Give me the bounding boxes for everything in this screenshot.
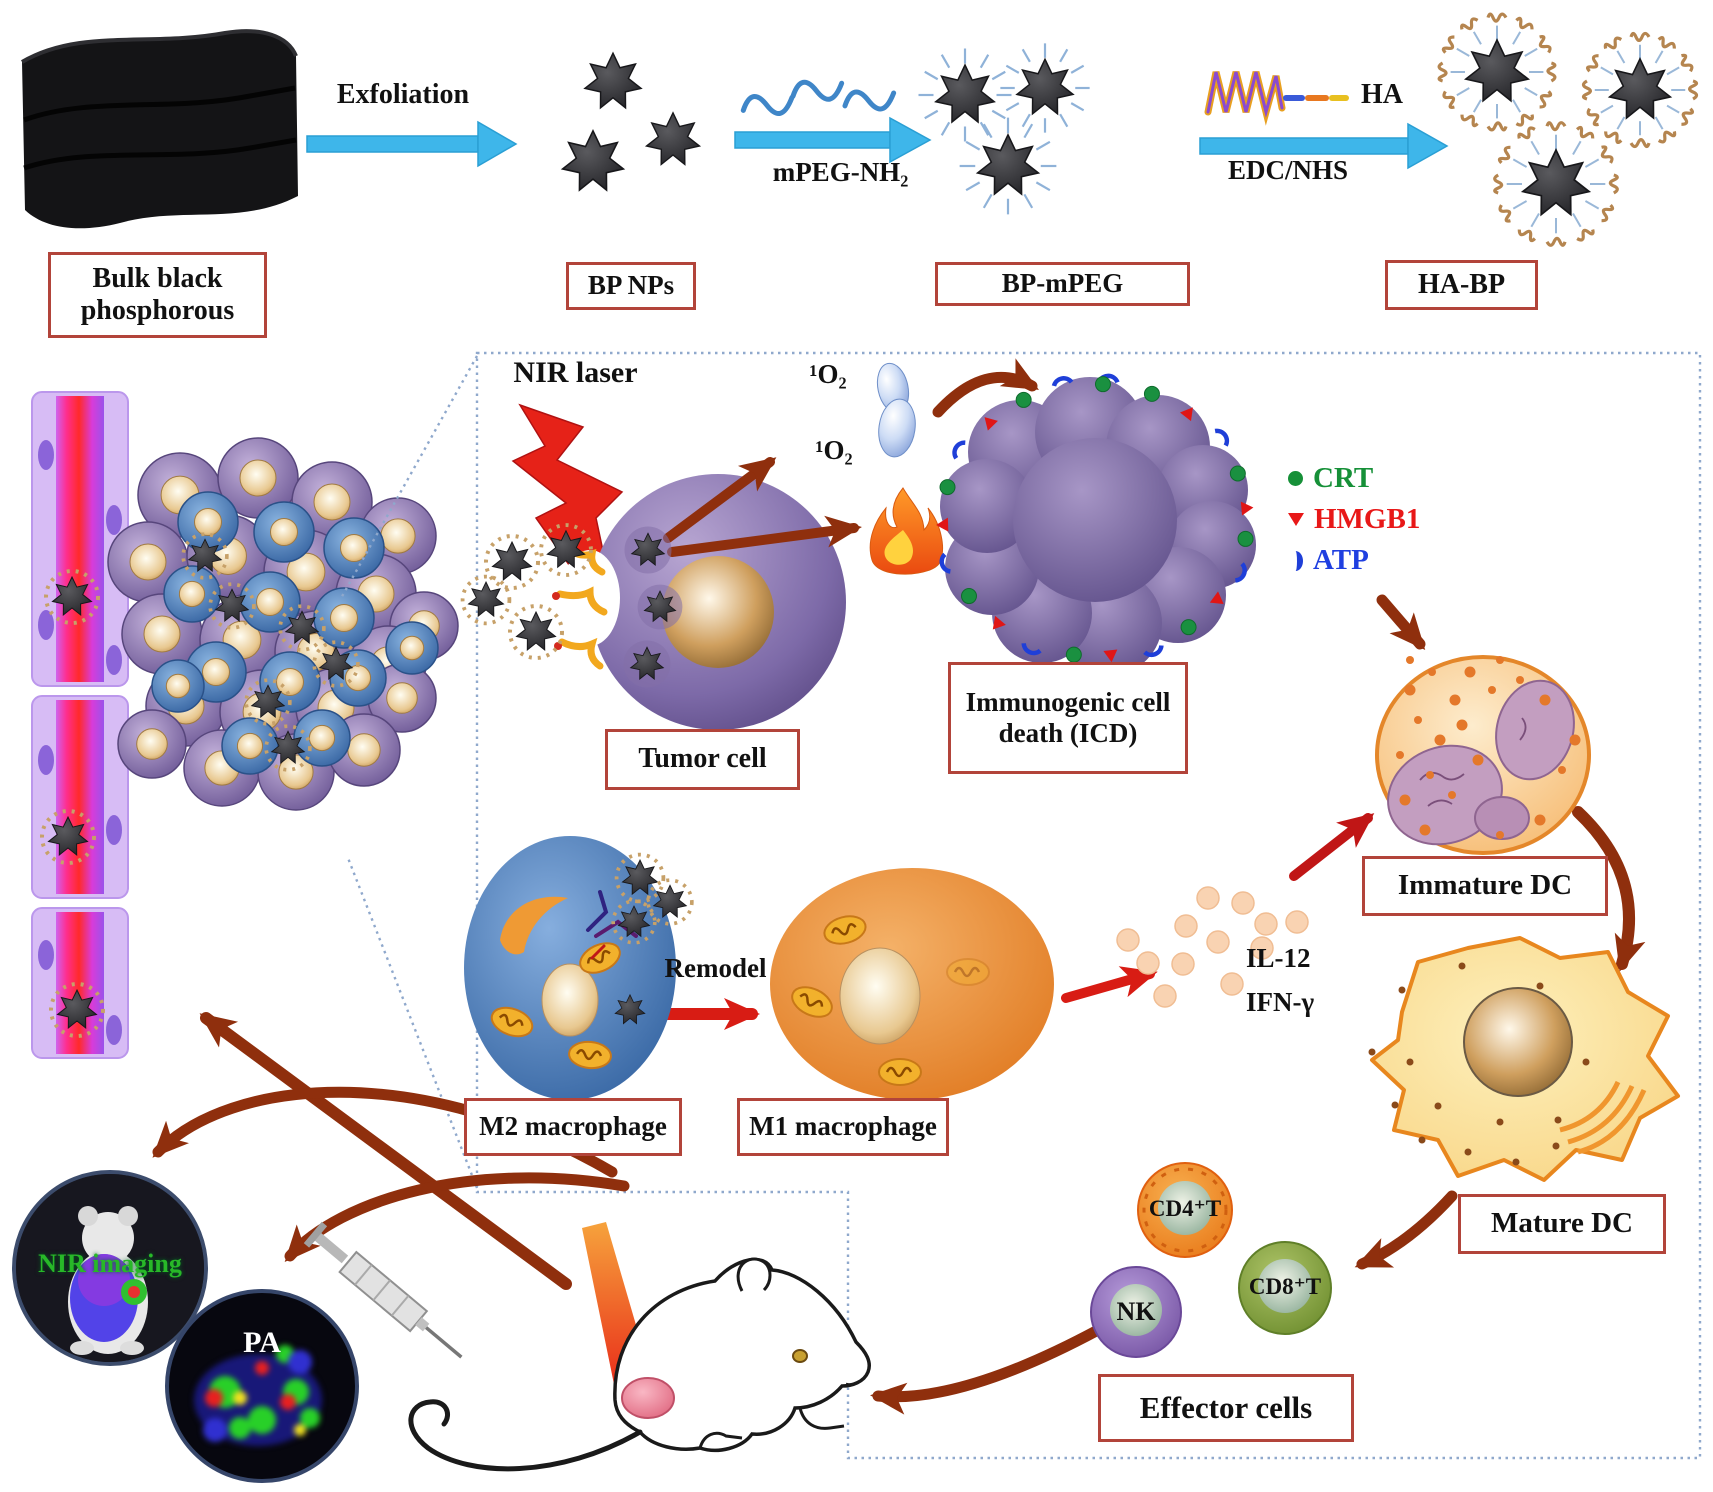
dashed-callout-box (338, 351, 1702, 1460)
fire-icon (869, 487, 943, 575)
m1-macrophage-icon (770, 868, 1054, 1100)
ha-bp-label: HA-BP (1417, 268, 1506, 300)
mpeg-arrow-label: mPEG-NH₂ (772, 157, 909, 187)
polymer-squiggle-icons (740, 79, 897, 116)
m1-label: M1 macrophage (749, 1111, 937, 1142)
syringe-icon (303, 1221, 463, 1359)
bp-mpeg-label-box: BP-mPEG (935, 262, 1190, 306)
remodel-label: Remodel (664, 953, 767, 983)
nir-imaging-label: NIR imaging (38, 1249, 182, 1278)
legend-row-crt: CRT (1288, 462, 1420, 495)
bp-nps-label: BP NPs (587, 270, 675, 301)
green-dot-crt-icon (1288, 471, 1303, 486)
tumor-cell-label-box: Tumor cell (605, 729, 800, 790)
blood-vessel-icon (31, 391, 129, 1059)
singlet-oxygen-label-1: ¹O₂ (809, 359, 847, 389)
mouse-icon (408, 1257, 871, 1472)
edc-nhs-arrow-icon (1199, 122, 1449, 170)
oxygen-bubble-icons (876, 362, 916, 458)
tumor-on-mouse-icon (621, 1377, 675, 1419)
m2-label: M2 macrophage (479, 1111, 667, 1142)
legend-row-atp: ATP (1288, 544, 1420, 577)
damp-markers (936, 373, 1254, 663)
nk-label: NK (1116, 1297, 1156, 1326)
tumor-cell-label: Tumor cell (638, 743, 767, 775)
blue-crescent-atp-icon (1288, 550, 1303, 571)
pa-imaging-photo (165, 1289, 359, 1483)
ha-tag-label: HA (1361, 79, 1403, 110)
bp-sheet-icon (20, 29, 298, 229)
hmgb1-label: HMGB1 (1314, 503, 1421, 535)
exfoliation-arrow-icon (306, 120, 518, 168)
damp-legend: CRT HMGB1 ATP (1288, 462, 1420, 577)
cytokine-dots-icon (1116, 886, 1309, 1008)
singlet-oxygen-label-2: ¹O₂ (815, 435, 853, 465)
mpeg-arrow-icon (734, 116, 932, 164)
star-nanoparticle-icons (40, 12, 1699, 1038)
nir-laser-label: NIR laser (513, 356, 638, 389)
icd-label-box: Immunogenic cell death (ICD) (948, 662, 1188, 774)
pa-label: PA (243, 1326, 281, 1359)
cd4-label: CD4⁺T (1148, 1196, 1222, 1221)
ha-bp-label-box: HA-BP (1385, 260, 1538, 310)
m1-label-box: M1 macrophage (737, 1098, 949, 1156)
crt-label: CRT (1313, 462, 1374, 494)
cd8-t-cell-icon (1238, 1241, 1332, 1335)
bp-mpeg-label: BP-mPEG (1001, 268, 1124, 299)
il12-label: IL-12 (1246, 943, 1311, 973)
cd4-t-cell-icon (1137, 1162, 1233, 1258)
atp-label: ATP (1313, 544, 1369, 576)
icd-cell-icon (936, 373, 1256, 675)
ha-coil-icon (1204, 71, 1349, 126)
bp-nps-label-box: BP NPs (566, 262, 696, 310)
m2-label-box: M2 macrophage (464, 1098, 682, 1156)
red-triangle-hmgb1-icon (1288, 513, 1304, 526)
immature-dc-label: Immature DC (1397, 869, 1573, 902)
exfoliation-label: Exfoliation (336, 79, 470, 110)
nir-imaging-photo (12, 1170, 208, 1366)
ifng-label: IFN-γ (1246, 987, 1315, 1017)
bulk-bp-label: Bulk black phosphorous (80, 262, 235, 326)
cd8-label: CD8⁺T (1248, 1274, 1322, 1299)
mature-dc-label: Mature DC (1490, 1207, 1633, 1240)
edc-nhs-label: EDC/NHS (1227, 155, 1349, 185)
effector-cells-label: Effector cells (1139, 1390, 1313, 1426)
effector-cells-label-box: Effector cells (1098, 1374, 1354, 1442)
immature-dc-label-box: Immature DC (1362, 856, 1608, 916)
icd-label: Immunogenic cell death (ICD) (965, 686, 1171, 748)
immature-dc-icon (1375, 655, 1591, 855)
nk-cell-icon (1090, 1266, 1182, 1358)
m2-macrophage-icon (464, 836, 676, 1100)
flow-arrows-red (662, 813, 1375, 1030)
mature-dc-label-box: Mature DC (1458, 1194, 1666, 1254)
legend-row-hmgb1: HMGB1 (1288, 503, 1420, 536)
bulk-bp-label-box: Bulk black phosphorous (48, 252, 267, 338)
mature-dc-icon (1368, 936, 1680, 1182)
